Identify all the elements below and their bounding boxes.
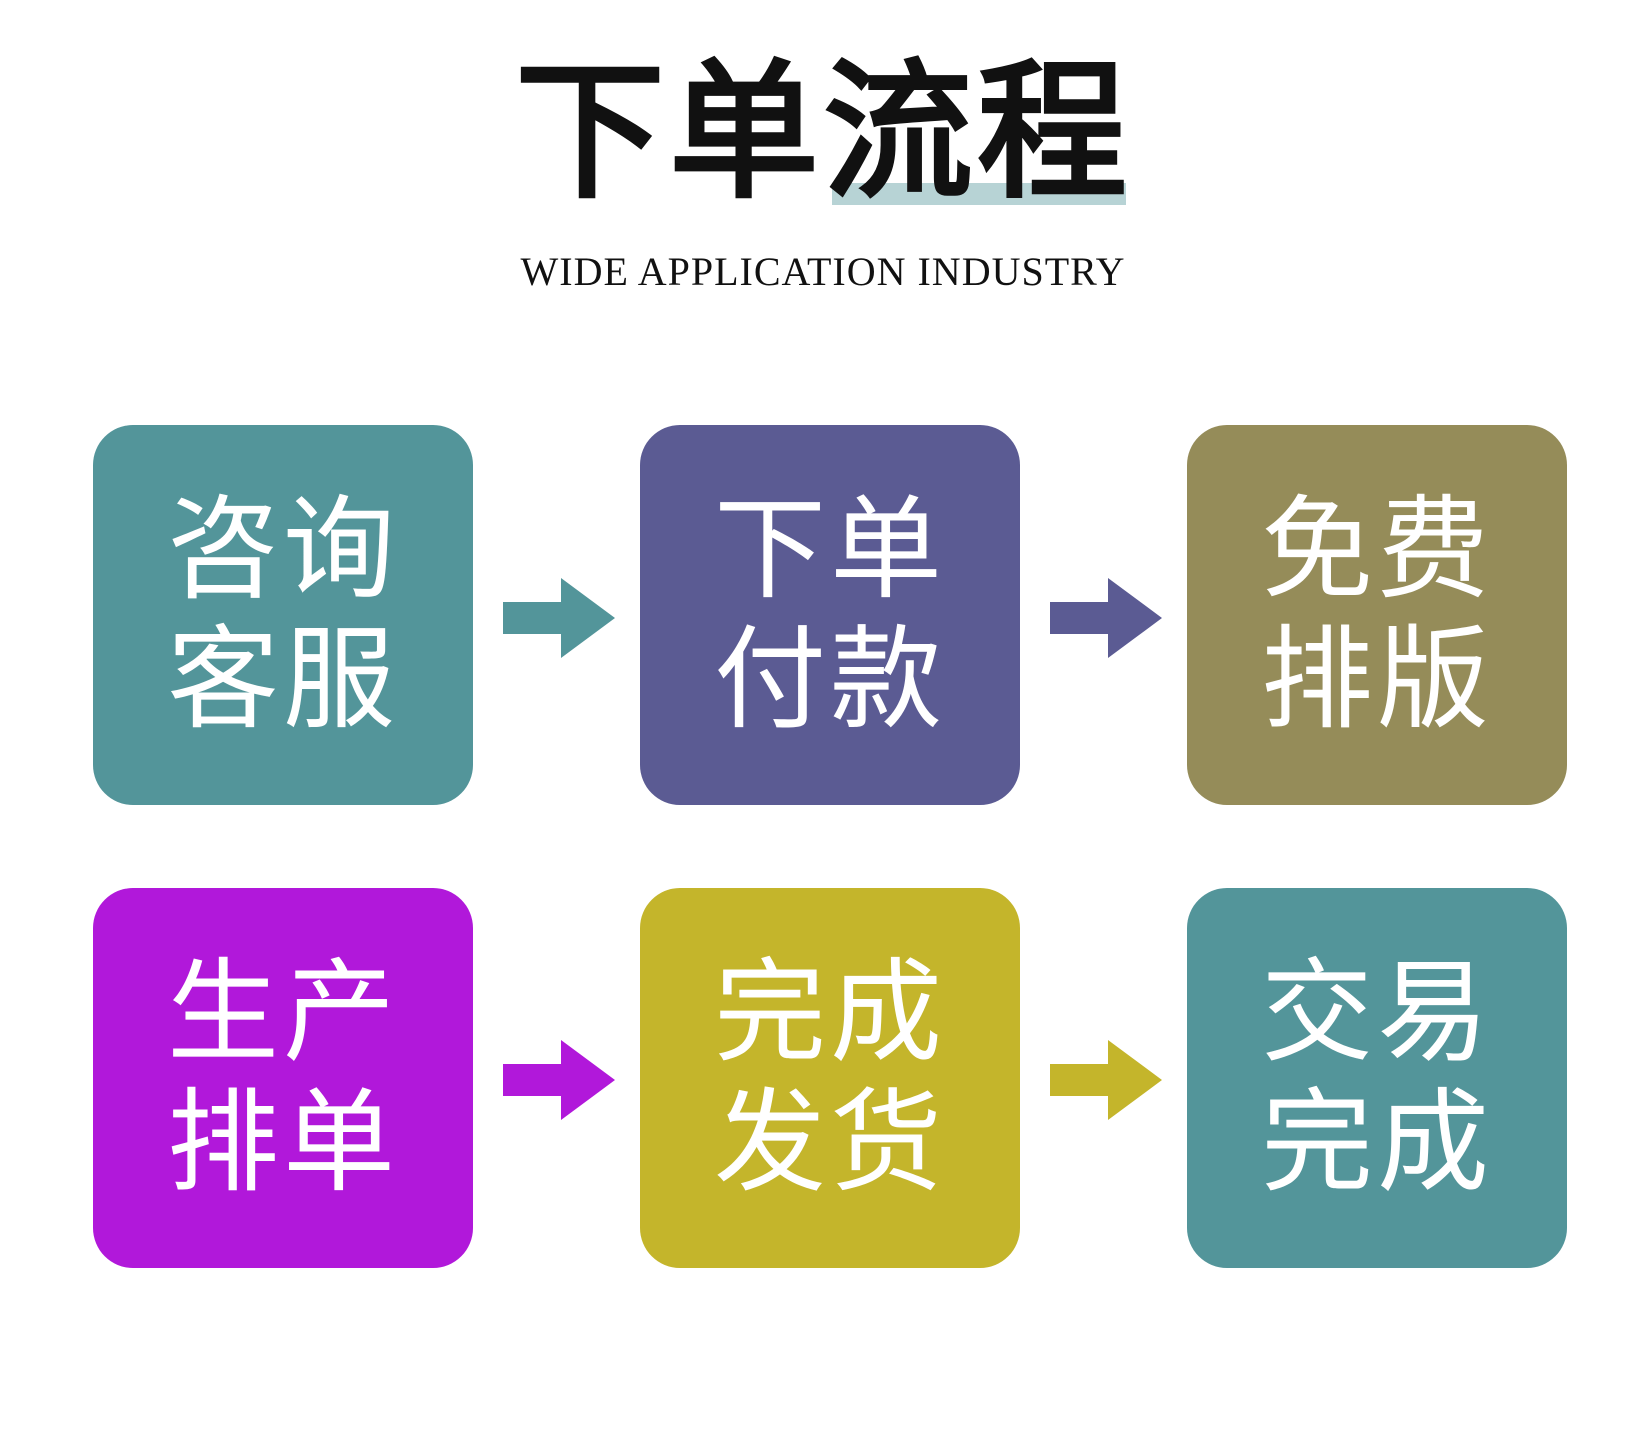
step-label: 交易完成 (1261, 948, 1493, 1208)
step-label: 免费排版 (1261, 485, 1493, 745)
step-production-scheduling: 生产排单 (93, 888, 473, 1268)
page-subtitle: WIDE APPLICATION INDUSTRY (520, 249, 1126, 294)
arrow-right-icon (503, 578, 615, 658)
title-underline-decoration (832, 183, 1126, 205)
step-place-order-payment: 下单付款 (640, 425, 1020, 805)
step-complete-shipping: 完成发货 (640, 888, 1020, 1268)
step-label: 生产排单 (167, 948, 399, 1208)
arrow-right-icon (503, 1040, 615, 1120)
page-title: 下单流程 (514, 44, 1131, 220)
header: 下单流程 (0, 52, 1646, 212)
arrow-right-icon (1050, 578, 1162, 658)
arrow-right-icon (1050, 1040, 1162, 1120)
step-label: 下单付款 (714, 485, 946, 745)
step-label: 咨询客服 (167, 485, 399, 745)
step-consult-service: 咨询客服 (93, 425, 473, 805)
step-transaction-complete: 交易完成 (1187, 888, 1567, 1268)
step-label: 完成发货 (714, 948, 946, 1208)
step-free-typesetting: 免费排版 (1187, 425, 1567, 805)
